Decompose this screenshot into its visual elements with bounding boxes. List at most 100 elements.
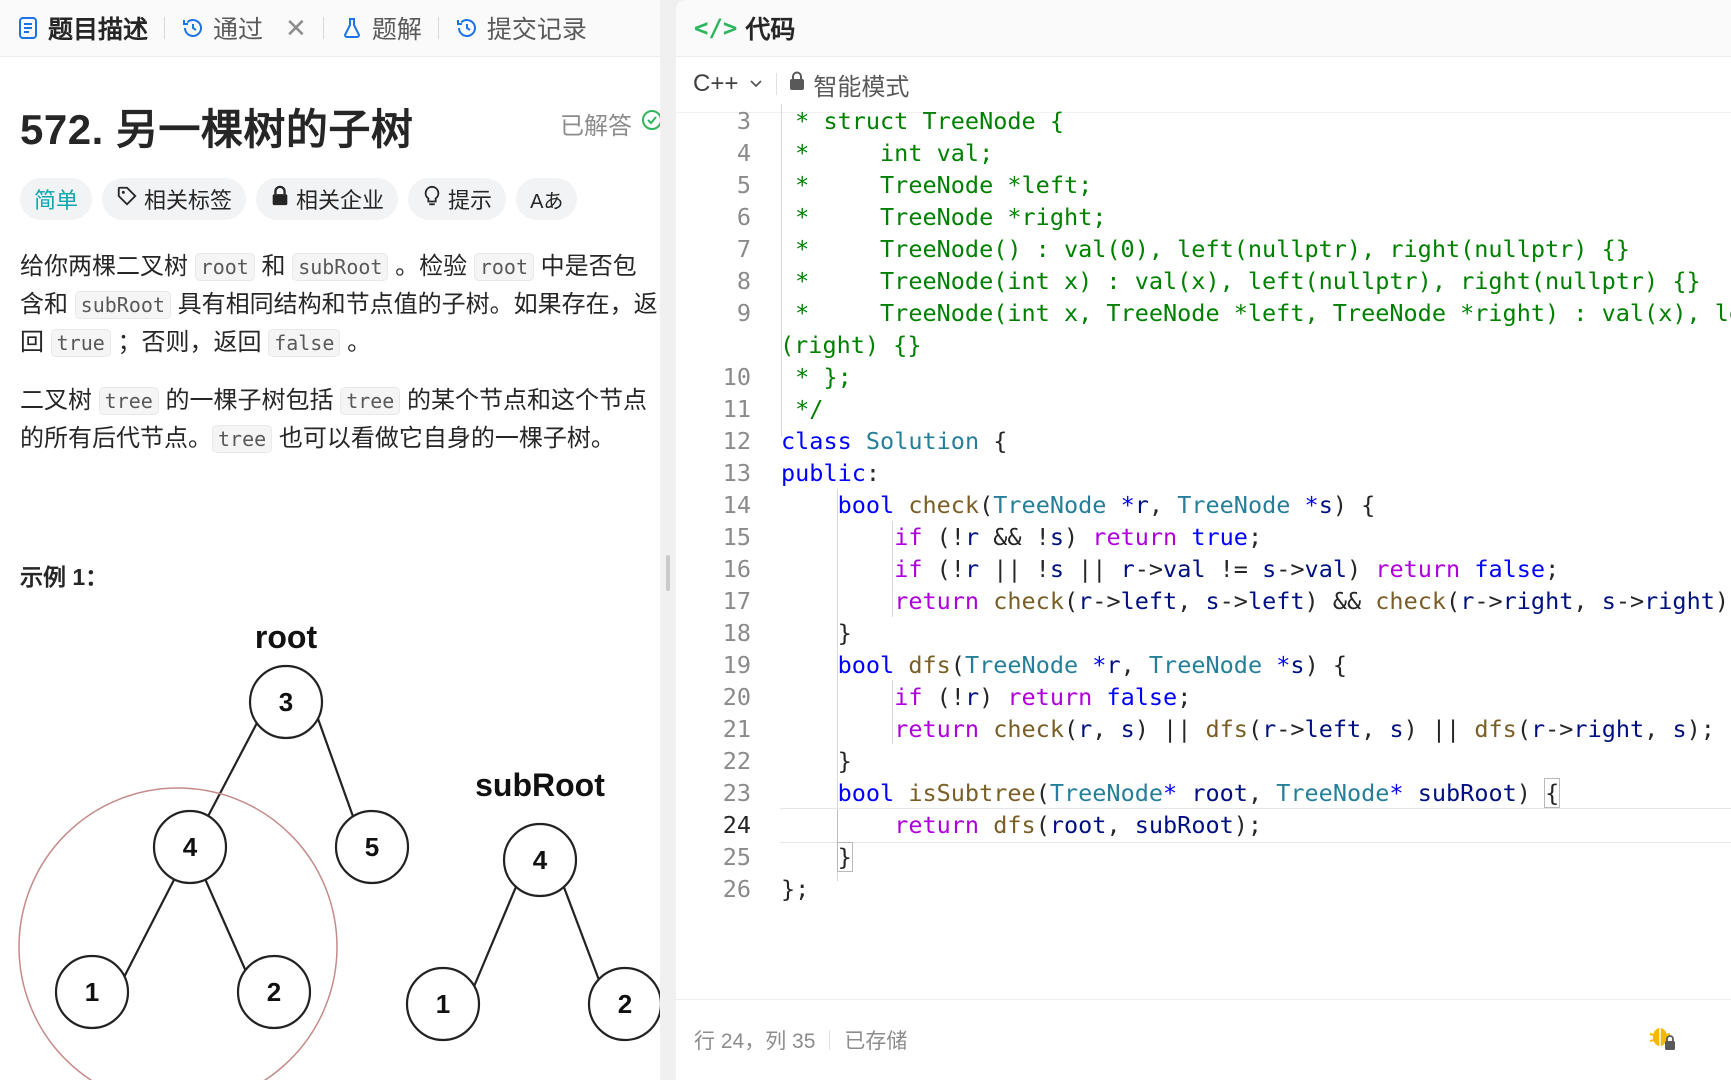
line-number: 18 [722,619,751,647]
related-tags-button[interactable]: 相关标签 [102,178,247,220]
code-line[interactable]: 17 return check(r->left, s->left) && che… [676,584,1731,619]
code-text: * TreeNode() : val(0), left(nullptr), ri… [781,235,1630,263]
code-line[interactable]: 3 * struct TreeNode { [676,104,1731,139]
code-line[interactable]: 5 * TreeNode *left; [676,168,1731,203]
subroot-label: subRoot [475,767,605,803]
line-number: 26 [722,875,751,903]
resize-handle[interactable] [666,555,670,591]
code-line[interactable]: 25 } [676,840,1731,875]
cursor-position: 行 24，列 35 [694,1030,816,1053]
code-line[interactable]: 18 } [676,616,1731,651]
tree-edge [560,881,607,997]
problem-title[interactable]: 572. 另一棵树的子树 [20,106,414,153]
code-line[interactable]: (right) {} [676,328,1731,363]
comment-guide [781,104,782,437]
solved-status: 已解答 [560,106,660,141]
code-line[interactable]: 23 bool isSubtree(TreeNode* root, TreeNo… [676,776,1731,811]
line-number: 16 [722,555,751,583]
code-line[interactable]: 6 * TreeNode *right; [676,200,1731,235]
document-icon [16,16,40,40]
code-line[interactable]: 16 if (!r || !s || r->val != s->val) ret… [676,552,1731,587]
code-icon: </> [694,14,738,42]
tree-node [334,809,410,885]
line-number: 23 [722,779,751,807]
problem-description: 给你两棵二叉树 root 和 subRoot 。检验 root 中是否包含和 s… [20,248,660,478]
language-label: C++ [693,70,739,97]
inline-code: tree [212,425,273,453]
line-number: 17 [722,587,751,615]
tab-solutions[interactable]: 题解 [340,10,422,46]
history-icon [181,16,205,40]
tree-node [54,954,130,1030]
code-line[interactable]: 8 * TreeNode(int x) : val(x), left(nullp… [676,264,1731,299]
bug-lock-icon[interactable] [1647,1022,1677,1058]
lightbulb-icon [422,185,442,213]
desc-text: 也可以看做它自身的一棵子树。 [272,425,615,452]
problem-header: 572. 另一棵树的子树 已解答 [20,96,660,153]
code-line[interactable]: 9 * TreeNode(int x, TreeNode *left, Tree… [676,296,1731,331]
line-number: 7 [736,235,751,263]
line-number: 22 [722,747,751,775]
tab-description[interactable]: 题目描述 [16,10,148,46]
line-number: 20 [722,683,751,711]
indent-guide [837,489,838,881]
desc-text: 和 [254,253,293,280]
tree-edge [119,871,179,986]
node-value: 4 [183,832,198,862]
language-select[interactable]: C++ [693,70,764,98]
code-text: * int val; [781,139,994,167]
tab-passed[interactable]: 通过 ✕ [181,10,307,46]
code-editor[interactable]: 3 * struct TreeNode {4 * int val;5 * Tre… [676,104,1731,984]
tree-node [502,822,578,898]
tree-node [236,954,312,1030]
code-line[interactable]: 24 return dfs(root, subRoot); [676,808,1731,843]
smart-mode-toggle[interactable]: 智能模式 [789,67,909,102]
example-title: 示例 1： [20,564,109,590]
code-line[interactable]: 10 * }; [676,360,1731,395]
code-panel: </> 代码 C++ 智能模式 3 * struct TreeNode {4 *… [676,0,1731,1080]
line-number: 15 [722,523,751,551]
code-line[interactable]: 15 if (!r && !s) return true; [676,520,1731,555]
tree-node [248,664,324,740]
code-line[interactable]: 21 return check(r, s) || dfs(r->left, s)… [676,712,1731,747]
code-text: }; [781,875,810,903]
code-line[interactable]: 22 } [676,744,1731,779]
code-text: * TreeNode(int x, TreeNode *left, TreeNo… [795,299,1731,327]
status-divider [829,1030,831,1050]
code-panel-header: </> 代码 [676,0,1731,57]
translate-button[interactable]: Aあ [516,178,578,220]
tree-edge [310,701,357,823]
code-line[interactable]: 20 if (!r) return false; [676,680,1731,715]
chevron-down-icon [748,70,764,98]
code-text: bool dfs(TreeNode *r, TreeNode *s) { [837,651,1348,679]
history-icon [455,16,479,40]
code-line[interactable]: 26}; [676,872,1731,907]
code-line[interactable]: 7 * TreeNode() : val(0), left(nullptr), … [676,232,1731,267]
close-icon[interactable]: ✕ [285,12,307,43]
node-value: 1 [436,989,450,1019]
tab-submissions[interactable]: 提交记录 [455,10,587,46]
code-line[interactable]: 4 * int val; [676,136,1731,171]
problem-panel: 题目描述 通过 ✕ 题解 提交记录 572. 另一棵树的子树 已解答 [0,0,660,1080]
hint-label: 提示 [448,188,493,213]
problem-tags: 简单 相关标签 相关企业 提示 Aあ [20,178,578,220]
desc-text: 给你两棵二叉树 [20,253,195,280]
difficulty-badge: 简单 [20,178,93,220]
inline-code: tree [98,387,159,415]
hint-button[interactable]: 提示 [408,178,507,220]
code-text: */ [781,395,824,423]
code-line[interactable]: 14 bool check(TreeNode *r, TreeNode *s) … [676,488,1731,523]
translate-icon: Aあ [530,190,564,213]
inline-code: root [473,253,534,281]
line-number: 3 [736,107,751,135]
related-companies-button[interactable]: 相关企业 [256,178,399,220]
status-bar: 行 24，列 35 已存储 [676,999,1731,1080]
smart-mode-label: 智能模式 [813,73,910,101]
panel-divider [660,0,676,1080]
code-line[interactable]: 19 bool dfs(TreeNode *r, TreeNode *s) { [676,648,1731,683]
code-line[interactable]: 11 */ [676,392,1731,427]
tab-divider [437,17,439,39]
line-number: 8 [736,267,751,295]
